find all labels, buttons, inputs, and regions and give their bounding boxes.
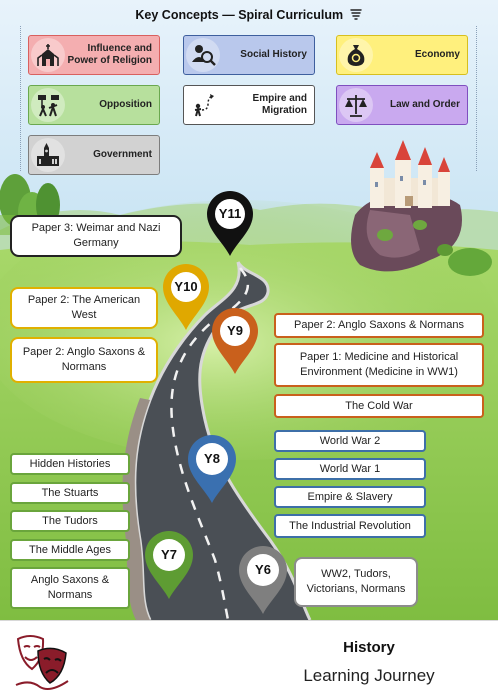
winding-road (122, 261, 312, 620)
concept-social-history: Social History (183, 35, 315, 75)
guide-line (476, 26, 477, 171)
y7-pin: Y7 (143, 529, 195, 601)
y8-item-empire-slavery: Empire & Slavery (274, 486, 426, 508)
page-title: Key Concepts — Spiral Curriculum (0, 7, 498, 24)
y11-item-weimar-nazi: Paper 3: Weimar and Nazi Germany (10, 215, 182, 257)
concept-government: Government (28, 135, 160, 175)
money-bag-icon (339, 38, 373, 72)
y6-pin: Y6 (237, 544, 289, 616)
scales-icon (339, 88, 373, 122)
spiral-icon (349, 7, 363, 24)
protest-icon (31, 88, 65, 122)
concept-law-order: Law and Order (336, 85, 468, 125)
castle-illustration (351, 140, 462, 272)
y8-item-industrial-revolution: The Industrial Revolution (274, 514, 426, 538)
y7-item-anglo-saxons: Anglo Saxons & Normans (10, 567, 130, 609)
y7-item-hidden-histories: Hidden Histories (10, 453, 130, 475)
church-icon (31, 38, 65, 72)
y8-item-ww2: World War 2 (274, 430, 426, 452)
y9-item-cold-war: The Cold War (274, 394, 484, 418)
y8-item-ww1: World War 1 (274, 458, 426, 480)
y9-pin: Y9 (210, 306, 260, 376)
y10-pin: Y10 (161, 262, 211, 332)
footer-title: History (343, 639, 395, 656)
y7-item-tudors: The Tudors (10, 510, 130, 532)
y8-pin: Y8 (186, 433, 238, 505)
drama-masks-icon (10, 629, 76, 700)
map-pin-icon (163, 264, 209, 330)
y9-item-medicine: Paper 1: Medicine and Historical Environ… (274, 343, 484, 387)
map-pin-icon (207, 191, 253, 256)
map-pin-icon (188, 435, 236, 503)
y10-item-anglo-saxons: Paper 2: Anglo Saxons & Normans (10, 337, 158, 383)
concept-empire-migration: Empire and Migration (183, 85, 315, 125)
y6-item-primary-topics: WW2, Tudors, Victorians, Normans (294, 557, 418, 607)
y7-item-stuarts: The Stuarts (10, 482, 130, 504)
people-search-icon (186, 38, 220, 72)
concept-economy: Economy (336, 35, 468, 75)
footer-subtitle: Learning Journey (303, 666, 435, 685)
y10-item-american-west: Paper 2: The American West (10, 287, 158, 329)
footer: History Learning Journey (0, 620, 498, 700)
concept-opposition: Opposition (28, 85, 160, 125)
concept-religion: Influence and Power of Religion (28, 35, 160, 75)
map-pin-icon (212, 308, 258, 374)
y11-pin: Y11 (205, 190, 255, 258)
parliament-icon (31, 138, 65, 172)
map-pin-icon (239, 546, 287, 614)
migration-icon (186, 88, 220, 122)
y9-item-anglo-saxons: Paper 2: Anglo Saxons & Normans (274, 313, 484, 338)
y7-item-middle-ages: The Middle Ages (10, 539, 130, 561)
map-pin-icon (145, 531, 193, 599)
guide-line (20, 26, 21, 171)
